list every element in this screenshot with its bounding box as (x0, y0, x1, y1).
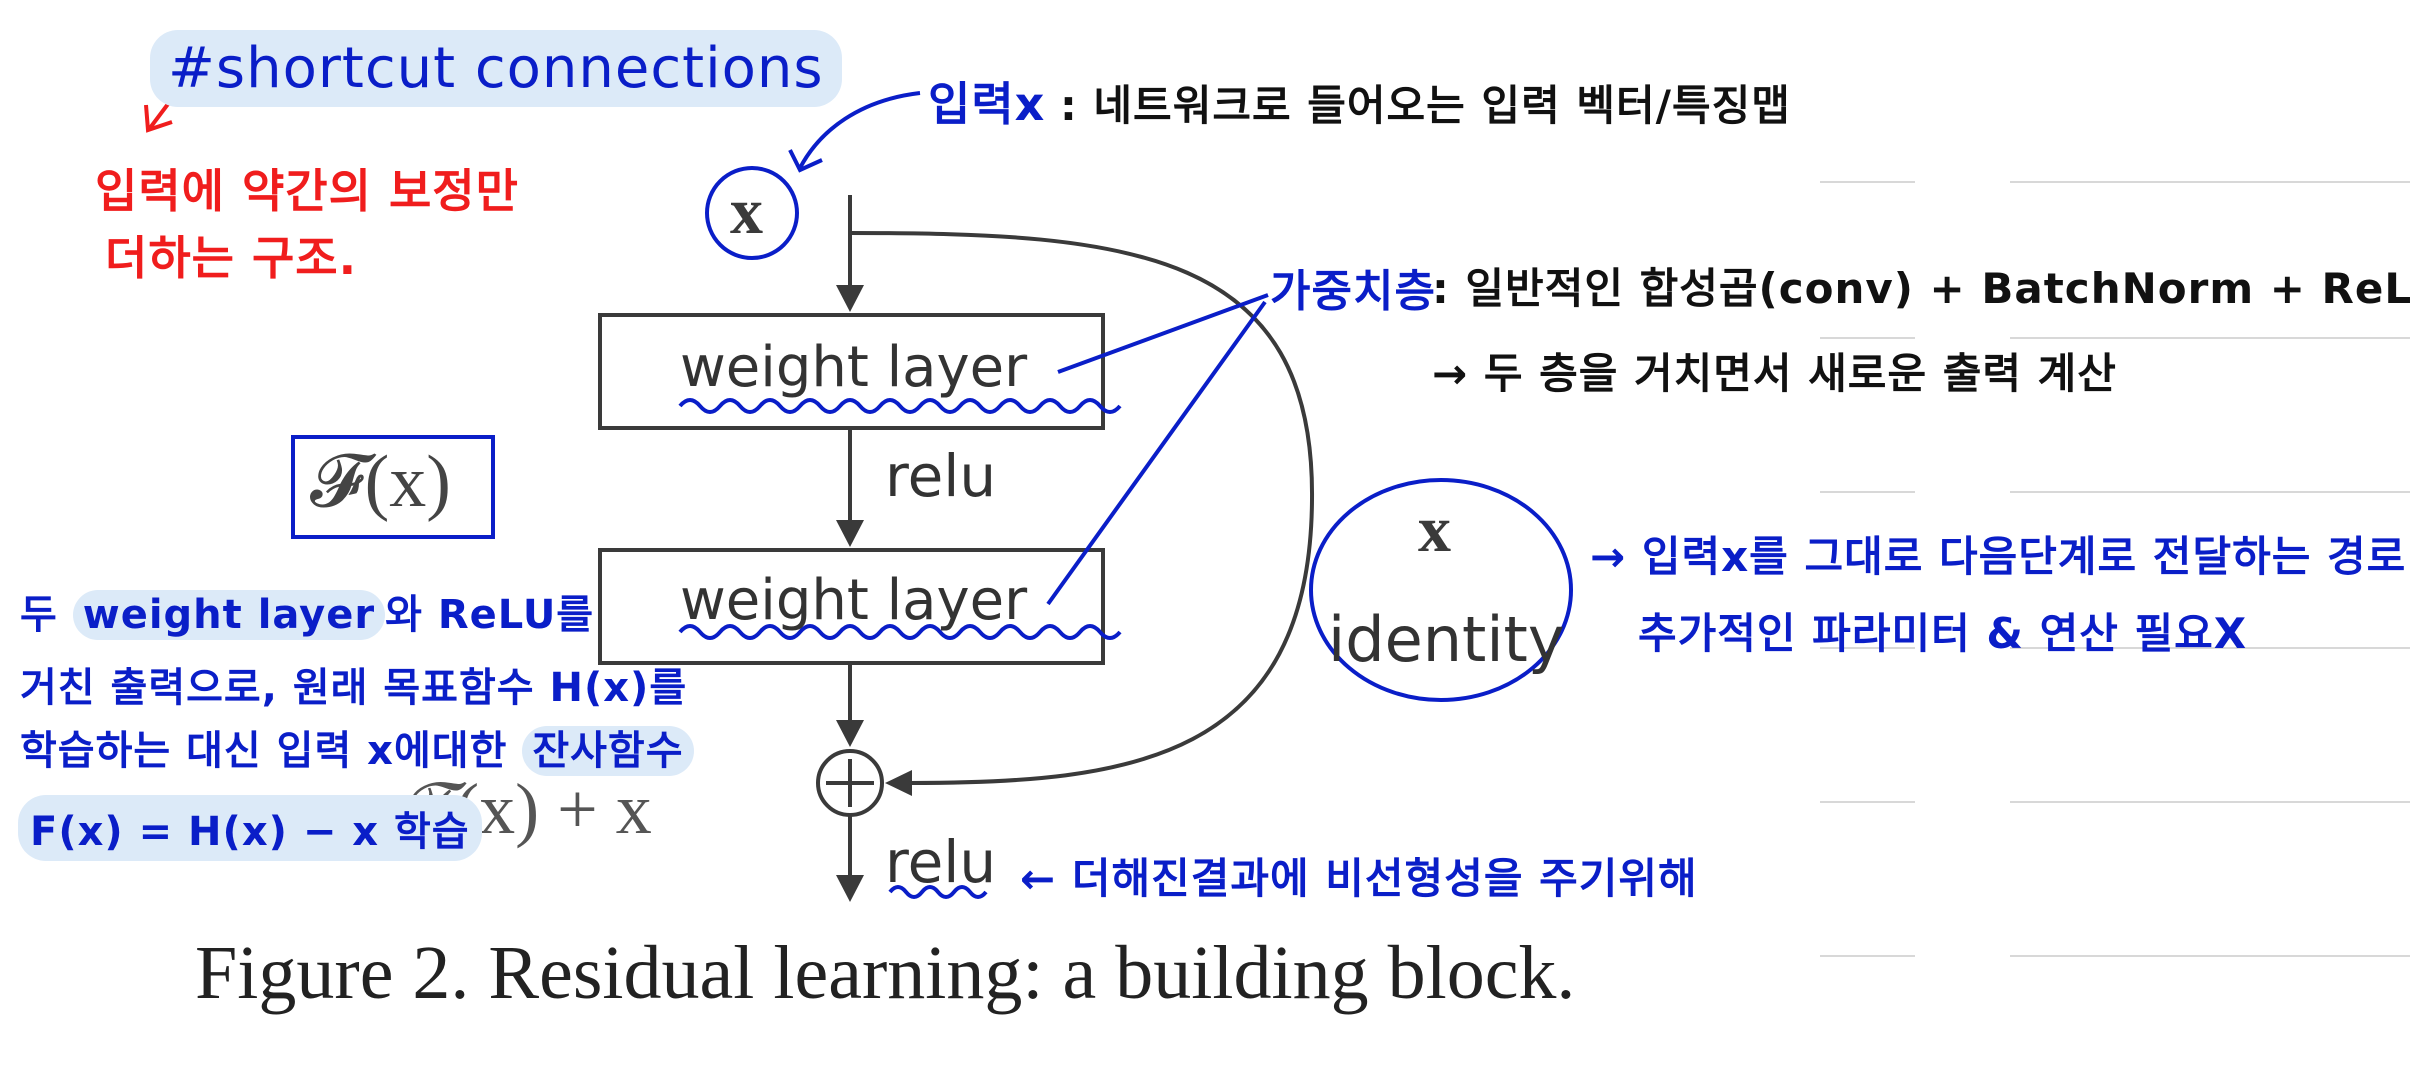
weight-title: 가중치층 (1270, 266, 1436, 317)
identity-note-line1: → 입력x를 그대로 다음단계로 전달하는 경로 (1590, 532, 2407, 581)
input-title: 입력x (928, 77, 1046, 131)
residual-note-line1-highlight: weight layer (72, 590, 386, 640)
input-desc: : 네트워크로 들어오는 입력 벡터/특징맵 (1060, 81, 1791, 130)
weight-desc-line2: → 두 층을 거치면서 새로운 출력 계산 (1432, 349, 2117, 398)
arrowhead (885, 770, 912, 796)
input-pointer-arrowhead (788, 149, 823, 173)
notebook-rules (1820, 181, 2410, 957)
input-x-label: x (730, 175, 763, 248)
shortcut-desc-line2: 더하는 구조. (105, 231, 358, 285)
identity-circle (1309, 478, 1573, 702)
weight-pointer-line-2 (1046, 300, 1267, 606)
residual-note-line1-a: 두 (20, 592, 58, 638)
weight-layer-label-1: weight layer (680, 335, 1028, 400)
residual-note-line3-a: 학습하는 대신 입력 x에대한 (20, 728, 508, 774)
shortcut-identity-arrow (849, 231, 1315, 785)
weight-layer-label-2: weight layer (680, 568, 1028, 633)
weight-layer-box-1 (598, 313, 1105, 430)
arrowhead (836, 875, 864, 902)
underline-squiggle-layer2 (678, 624, 1122, 640)
relu-output-label: relu (885, 828, 997, 896)
fx-box (291, 435, 495, 539)
shortcut-desc-line1: 입력에 약간의 보정만 (95, 164, 519, 218)
relu-note: ← 더해진결과에 비선형성을 주기위해 (1020, 854, 1698, 903)
input-x-circle (705, 166, 799, 260)
weight-layer-box-2 (598, 548, 1105, 665)
weight-desc-line1: : 일반적인 합성곱(conv) + BatchNorm + ReLU (1432, 264, 2410, 313)
residual-note-line1-b: 와 ReLU를 (385, 592, 595, 638)
identity-label: identity (1328, 603, 1565, 676)
input-pointer-arrow (798, 91, 921, 169)
arrowhead (836, 720, 864, 747)
identity-note-line2: 추가적인 파라미터 & 연산 필요X (1638, 609, 2248, 658)
residual-note-line3: 학습하는 대신 입력 x에대한 잔사함수 (20, 718, 694, 776)
fx-label: 𝓕(x) (310, 441, 451, 523)
residual-note-line2: 거친 출력으로, 원래 목표함수 H(x)를 (20, 665, 688, 711)
weight-pointer-line-1 (1057, 293, 1269, 374)
red-pointer-arrowhead (144, 104, 173, 133)
residual-note-line4: F(x) = H(x) − x 학습 (18, 795, 482, 861)
underline-squiggle-relu (888, 885, 988, 899)
arrowhead (836, 520, 864, 547)
residual-note-line3-highlight: 잔사함수 (522, 726, 694, 776)
relu-mid-label: relu (885, 442, 997, 510)
figure-caption: Figure 2. Residual learning: a building … (195, 931, 1576, 1015)
shortcut-heading: #shortcut connections (150, 30, 842, 107)
arrowhead (836, 285, 864, 312)
identity-x-label: x (1418, 493, 1451, 566)
underline-squiggle-layer1 (678, 398, 1122, 414)
